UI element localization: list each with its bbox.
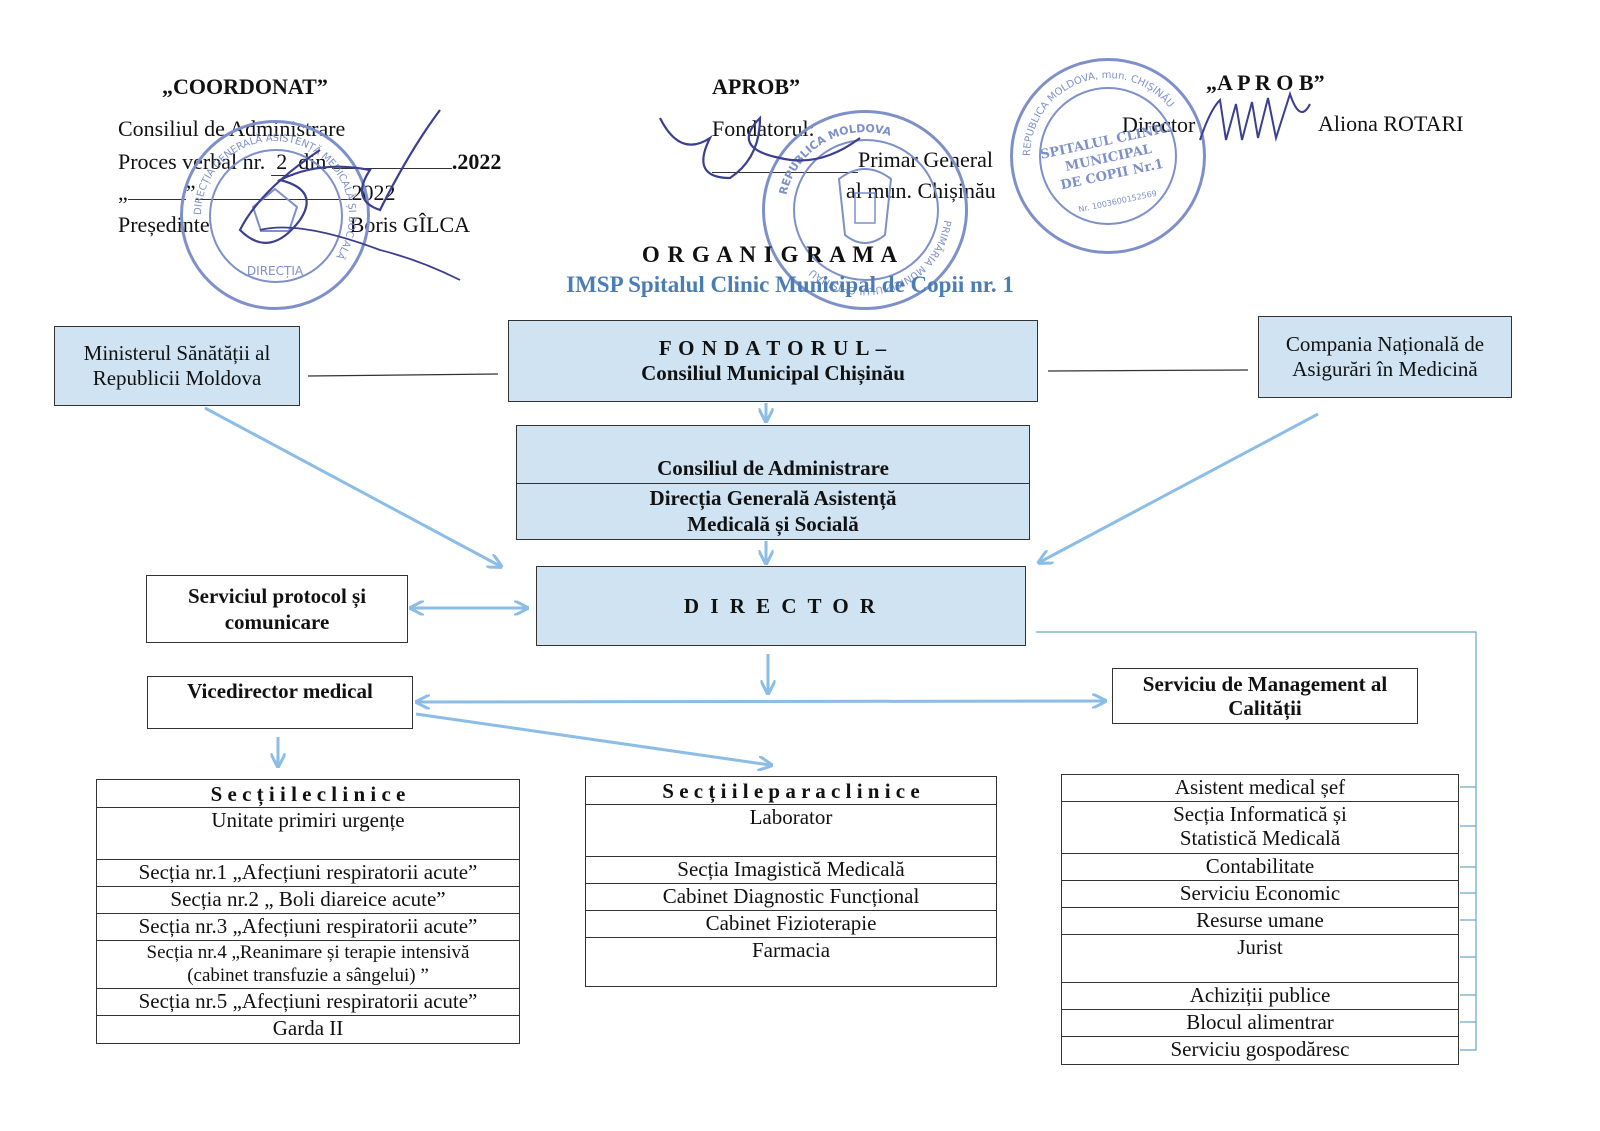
arrow-insurance-director [1040, 412, 1319, 562]
protocol-year: .2022 [451, 149, 502, 174]
general-directorate-line2: Medicală și Socială [687, 512, 859, 536]
director-name: Aliona ROTARI [1318, 111, 1464, 136]
middle-stamp-top-text: REPUBLICA MOLDOVA [777, 122, 894, 196]
ministry-founder-line [307, 373, 499, 377]
table-row: Serviciu Economic [1062, 881, 1458, 908]
organigram-title: O R G A N I G R A M A [641, 242, 899, 267]
table-row: Secția Imagistică Medicală [586, 857, 996, 884]
arrow-ministry-director [204, 406, 500, 566]
table-row: Secția nr.4 „Reanimare și terapie intens… [97, 941, 519, 989]
director-label: D I R E C T O R [683, 593, 879, 618]
table-row: Laborator [586, 805, 996, 857]
ministry-label: Ministerul Sănătății al Republicii Moldo… [83, 341, 271, 390]
table-row: Jurist [1062, 935, 1458, 983]
founder-box: F O N D A T O R U L – Consiliul Municipa… [508, 320, 1038, 402]
clinical-header: S e c ț i i l e c l i n i c e [97, 780, 519, 808]
table-row: Secția nr.2 „ Boli diareice acute” [97, 887, 519, 914]
table-row-line: Secția nr.4 „Reanimare și terapie intens… [146, 942, 470, 963]
protocol-box-label: Serviciul protocol și comunicare [187, 584, 367, 634]
table-row: Secția Informatică și Statistică Medical… [1062, 802, 1458, 854]
svg-text:REPUBLICA MOLDOVA: REPUBLICA MOLDOVA [777, 122, 894, 196]
aprob-director-title: „A P R O B” [1206, 70, 1325, 95]
date-quote-open: „ [118, 180, 128, 205]
left-stamp-bottom-text: DIRECȚIA [247, 264, 304, 278]
table-row: Serviciu gospodăresc [1170, 1037, 1350, 1061]
table-row: Asistent medical șef [1062, 775, 1458, 802]
paraclinical-header: S e c ț i i l e p a r a c l i n i c e [586, 777, 996, 805]
table-row: Blocul alimentrar [1062, 1010, 1458, 1037]
table-row-line: (cabinet transfuzie a sângelui) ” [187, 965, 429, 986]
table-row: Farmacia [751, 938, 831, 962]
table-row: Secția nr.3 „Afecțiuni respiratorii acut… [97, 914, 519, 941]
arrow-vice-quality [418, 701, 1104, 702]
table-row: Cabinet Diagnostic Funcțional [586, 884, 996, 911]
table-row-line: Secția Informatică și [1173, 802, 1347, 826]
table-row: Unitate primiri urgențe [97, 808, 519, 860]
table-row: Achiziții publice [1062, 983, 1458, 1010]
organigram-subtitle: IMSP Spitalul Clinic Municipal de Copii … [566, 272, 1014, 297]
table-row: Secția nr.1 „Afecțiuni respiratorii acut… [97, 860, 519, 887]
quality-box: Serviciu de Management al Calității [1112, 668, 1418, 724]
table-row: Garda II [272, 1016, 344, 1040]
vicedirector-label: Vicedirector medical [187, 679, 373, 703]
arrow-vice-paraclinical [415, 712, 770, 765]
founder-title: F O N D A T O R U L – [658, 336, 888, 360]
founder-subtitle: Consiliul Municipal Chișinău [641, 361, 905, 385]
admin-units-table: Asistent medical șef Secția Informatică … [1061, 774, 1459, 1065]
table-row: Cabinet Fizioterapie [586, 911, 996, 938]
admin-council-box: Consiliul de Administrare Direcția Gener… [516, 425, 1030, 540]
director-box: D I R E C T O R [536, 566, 1026, 646]
table-row: Resurse umane [1062, 908, 1458, 935]
table-row: Contabilitate [1062, 854, 1458, 881]
insurance-label: Compania Națională de Asigurări în Medic… [1285, 332, 1485, 381]
admin-council-label: Consiliul de Administrare [517, 426, 1029, 484]
quality-label: Serviciu de Management al Calității [1142, 672, 1388, 720]
right-stamp: REPUBLICA MOLDOVA, mun. CHIȘINĂU SPITALU… [1010, 58, 1206, 254]
insurance-box: Compania Națională de Asigurări în Medic… [1258, 316, 1512, 398]
table-row-line: Statistică Medicală [1179, 826, 1341, 850]
coordonat-title: „COORDONAT” [162, 74, 328, 99]
date-day-blank [127, 199, 186, 200]
right-stamp-nr: Nr. 1003600152569 [1078, 189, 1158, 214]
founder-insurance-line [1047, 369, 1249, 372]
table-row: Secția nr.5 „Afecțiuni respiratorii acut… [97, 989, 519, 1016]
clinical-sections-table: S e c ț i i l e c l i n i c e Unitate pr… [96, 779, 520, 1044]
aprob-founder-title: APROB” [712, 74, 800, 99]
left-stamp-ring-text: DIRECȚIA GENERALĂ ASISTENȚĂ MEDICALĂ ȘI … [193, 132, 357, 262]
general-directorate-line1: Direcția Generală Asistență [649, 486, 897, 510]
ministry-box: Ministerul Sănătății al Republicii Moldo… [54, 326, 300, 406]
left-stamp: DIRECȚIA GENERALĂ ASISTENȚĂ MEDICALĂ ȘI … [180, 120, 370, 310]
paraclinical-sections-table: S e c ț i i l e p a r a c l i n i c e La… [585, 776, 997, 987]
general-directorate-box: Direcția Generală Asistență Medicală și … [517, 484, 1029, 538]
vicedirector-box: Vicedirector medical [147, 676, 413, 729]
protocol-box: Serviciul protocol și comunicare [146, 575, 408, 643]
svg-text:DIRECȚIA GENERALĂ ASISTENȚĂ ME: DIRECȚIA GENERALĂ ASISTENȚĂ MEDICALĂ ȘI … [193, 132, 357, 262]
